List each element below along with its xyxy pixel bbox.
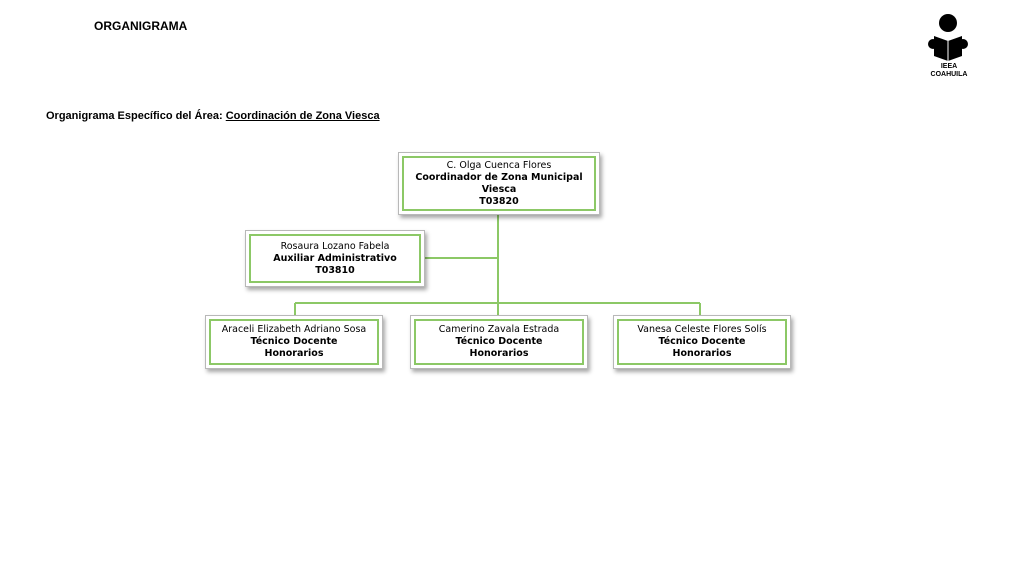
staff-role: Técnico Docente [250, 336, 338, 347]
staff-name: Vanesa Celeste Flores Solís [637, 324, 767, 335]
assistant-box: Rosaura Lozano Fabela Auxiliar Administr… [245, 230, 425, 287]
page-title: ORGANIGRAMA [94, 19, 188, 33]
staff-name: Camerino Zavala Estrada [438, 324, 560, 335]
staff-role: Técnico Docente [455, 336, 543, 347]
ieea-coahuila-logo: IEEA COAHUILA [922, 12, 976, 82]
logo-text-line1: IEEA [940, 63, 958, 70]
staff-role: Técnico Docente [658, 336, 746, 347]
assistant-code: T03810 [315, 264, 355, 276]
coordinator-role: Coordinador de Zona Municipal [415, 171, 583, 183]
coordinator-location: Viesca [481, 183, 517, 195]
staff-contract: Honorarios [264, 348, 324, 359]
staff-contract: Honorarios [672, 348, 732, 359]
subtitle-prefix: Organigrama Específico del Área: [46, 110, 223, 122]
reader-icon [928, 14, 968, 61]
staff-box: Araceli Elizabeth Adriano Sosa Técnico D… [205, 315, 383, 369]
area-name: Coordinación de Zona Viesca [225, 110, 380, 122]
area-subtitle: Organigrama Específico del Área: Coordin… [46, 110, 380, 122]
coordinator-name: C. Olga Cuenca Flores [446, 159, 552, 171]
assistant-role: Auxiliar Administrativo [273, 252, 397, 264]
staff-box: Vanesa Celeste Flores Solís Técnico Doce… [613, 315, 791, 369]
staff-contract: Honorarios [469, 348, 529, 359]
logo-text-line2: COAHUILA [930, 71, 968, 78]
coordinator-box: C. Olga Cuenca Flores Coordinador de Zon… [398, 152, 600, 215]
assistant-name: Rosaura Lozano Fabela [280, 240, 390, 252]
staff-box: Camerino Zavala Estrada Técnico Docente … [410, 315, 588, 369]
coordinator-code: T03820 [479, 195, 519, 207]
staff-name: Araceli Elizabeth Adriano Sosa [221, 324, 367, 335]
